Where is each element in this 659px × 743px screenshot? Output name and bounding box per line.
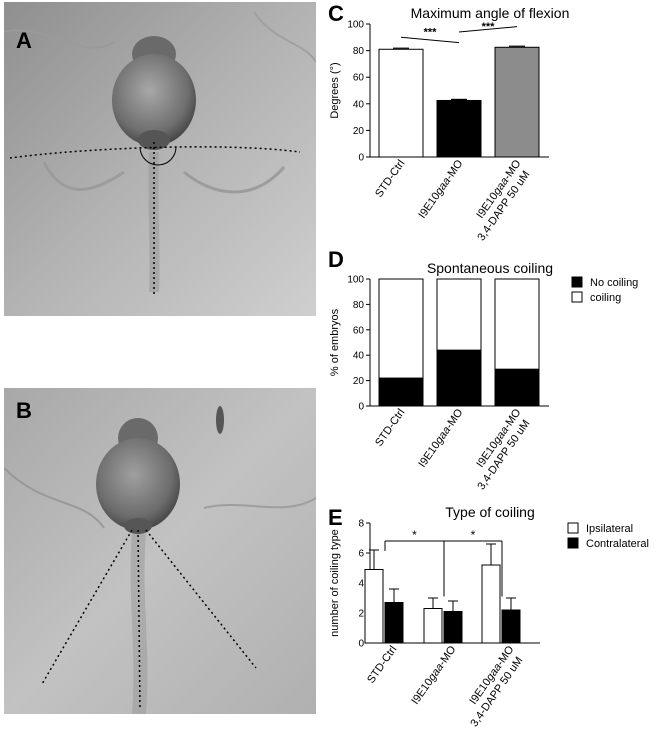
x-tick-label: I9E10gaa-MO bbox=[416, 406, 465, 469]
category-label-suffix: -MO bbox=[443, 406, 465, 431]
panel-label-a: A bbox=[16, 28, 32, 53]
y-tick-label: 20 bbox=[353, 126, 365, 137]
legend-label: Contralateral bbox=[586, 538, 649, 550]
chart-type-of-coiling: Type of coiling 0 2 4 6 8 number of coiling ty… bbox=[329, 505, 649, 729]
category-label-suffix: -MO bbox=[443, 157, 465, 182]
bar bbox=[423, 608, 443, 644]
chart-title: Maximum angle of flexion bbox=[411, 5, 570, 21]
y-tick-label: 80 bbox=[353, 300, 365, 311]
x-tick-label: STD-Ctrl bbox=[365, 644, 399, 686]
bar bbox=[436, 99, 482, 158]
photo-panel-b: B bbox=[4, 388, 316, 714]
legend-swatch bbox=[571, 291, 583, 303]
significance-label: *** bbox=[482, 21, 496, 33]
stacked-bar-segment bbox=[436, 278, 482, 351]
x-tick-label: STD-Ctrl bbox=[373, 158, 407, 200]
bar bbox=[378, 48, 424, 158]
y-tick-label: 8 bbox=[358, 519, 364, 530]
bar bbox=[494, 46, 540, 158]
y-tick-label: 40 bbox=[353, 351, 365, 362]
y-tick-label: 0 bbox=[358, 402, 364, 413]
panel-label-b: B bbox=[16, 398, 32, 423]
category-label: STD-Ctrl bbox=[373, 158, 407, 200]
panel-label-d: D bbox=[328, 247, 344, 272]
significance-line bbox=[458, 26, 518, 33]
bar bbox=[481, 564, 501, 644]
legend-label: Ipsilateral bbox=[586, 523, 633, 535]
chart-spontaneous-coiling: Spontaneous coiling 0 20 40 60 80 100 % of embr… bbox=[329, 260, 638, 492]
category-label: STD-Ctrl bbox=[373, 407, 407, 449]
chart-max-angle-flexion: Maximum angle of flexion 0 20 40 60 80 100Degr… bbox=[329, 5, 570, 243]
significance-label: *** bbox=[424, 26, 438, 38]
stacked-bar-segment bbox=[378, 377, 424, 407]
significance-label: * bbox=[471, 528, 476, 542]
y-tick-label: 40 bbox=[353, 99, 365, 110]
y-tick-label: 100 bbox=[347, 20, 364, 31]
y-tick-label: 6 bbox=[358, 549, 364, 560]
panel-label-c: C bbox=[328, 1, 344, 26]
photo-panel-a: A bbox=[4, 2, 316, 316]
zebrafish-embryo-image-a bbox=[4, 2, 316, 316]
legend-label: No coiling bbox=[590, 277, 638, 289]
chart-title: Spontaneous coiling bbox=[427, 260, 553, 276]
category-label: STD-Ctrl bbox=[365, 644, 399, 686]
chart-title: Type of coiling bbox=[445, 505, 535, 520]
bar bbox=[384, 602, 404, 644]
x-tick-label: I9E10gaa-MO bbox=[409, 643, 458, 706]
bar bbox=[364, 569, 384, 644]
stacked-bar-segment bbox=[494, 368, 540, 407]
category-label-suffix: -MO bbox=[436, 643, 458, 668]
y-tick-label: 100 bbox=[347, 275, 364, 286]
zebrafish-embryo-image-b bbox=[4, 388, 316, 714]
y-axis-label: Degrees (°) bbox=[329, 62, 341, 118]
y-tick-label: 60 bbox=[353, 73, 365, 84]
y-tick-label: 4 bbox=[358, 579, 364, 590]
bar bbox=[443, 611, 463, 644]
y-axis-label: number of coiling type bbox=[329, 529, 341, 637]
x-tick-label: STD-Ctrl bbox=[373, 407, 407, 449]
legend-label: coiling bbox=[590, 292, 621, 304]
legend-swatch bbox=[567, 537, 579, 549]
y-tick-label: 0 bbox=[358, 153, 364, 164]
panel-label-e: E bbox=[328, 505, 343, 530]
legend-swatch bbox=[571, 276, 583, 288]
stacked-bar-segment bbox=[378, 278, 424, 379]
y-tick-label: 60 bbox=[353, 325, 365, 336]
x-tick-label: I9E10gaa-MO bbox=[416, 157, 465, 220]
stacked-bar-segment bbox=[436, 349, 482, 407]
y-tick-label: 0 bbox=[358, 639, 364, 650]
stacked-bar-segment bbox=[494, 278, 540, 370]
bar bbox=[501, 609, 521, 644]
significance-label: * bbox=[412, 528, 417, 542]
y-axis-label: % of embryos bbox=[329, 308, 341, 376]
y-tick-label: 20 bbox=[353, 376, 365, 387]
y-tick-label: 80 bbox=[353, 46, 365, 57]
legend-swatch bbox=[567, 522, 579, 534]
y-tick-label: 2 bbox=[358, 609, 364, 620]
significance-line bbox=[400, 36, 460, 44]
